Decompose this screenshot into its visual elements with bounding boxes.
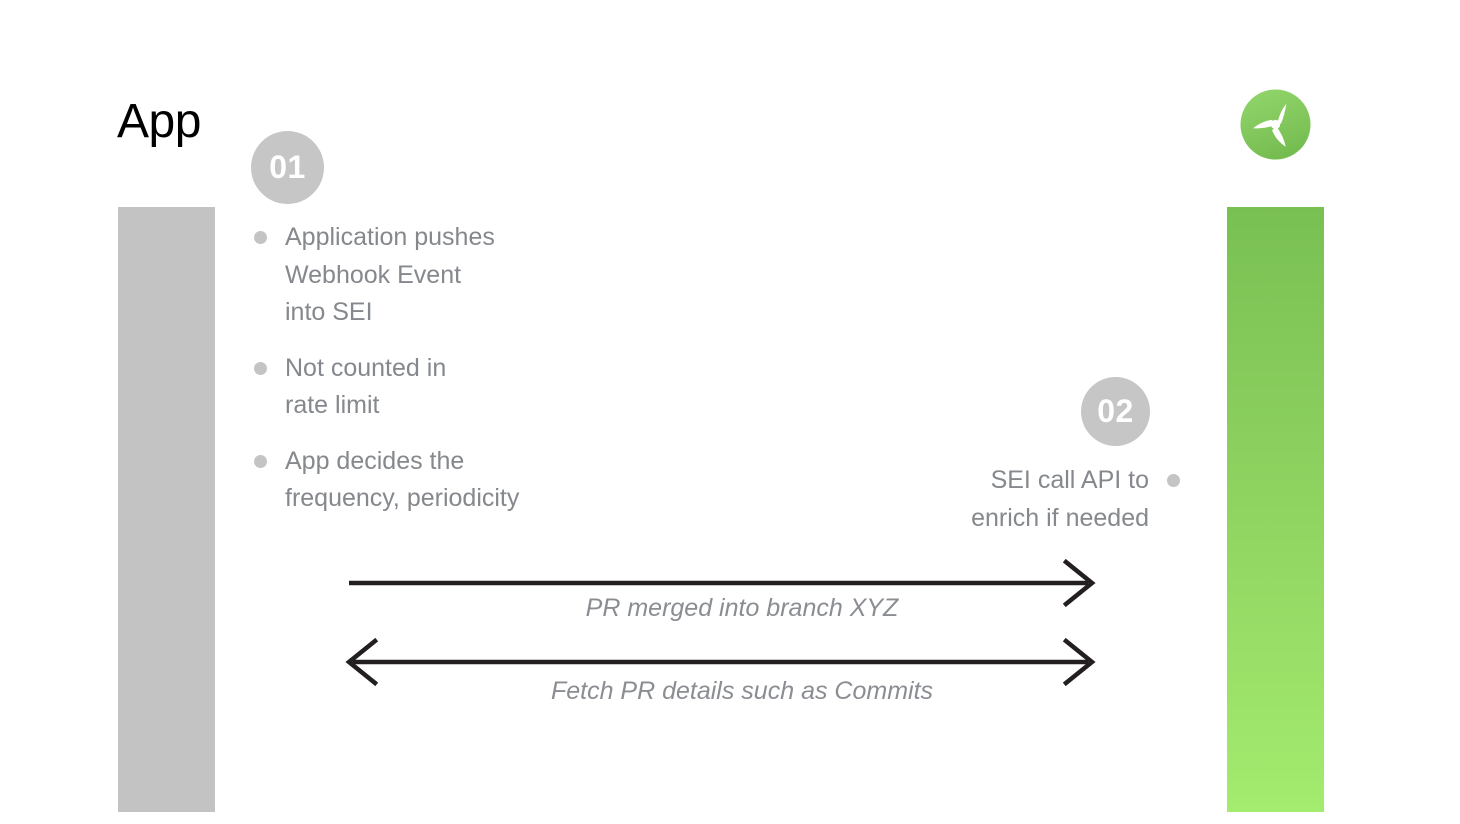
- bullet-dot-icon: [1167, 474, 1180, 487]
- flow-arrow-bidirectional: [340, 635, 1105, 691]
- list-item: Application pushes Webhook Event into SE…: [254, 219, 604, 332]
- bullet-dot-icon: [254, 231, 267, 244]
- lifeline-bar-sei: [1227, 207, 1324, 812]
- lifeline-bar-app: [118, 207, 215, 812]
- page-title: App: [117, 95, 201, 148]
- bullet-dot-icon: [254, 454, 267, 468]
- bullet-list-app: Application pushes Webhook Event into SE…: [254, 219, 604, 518]
- list-item-label: App decides the frequency, periodicity: [285, 446, 520, 513]
- flow-arrow-right: [340, 556, 1105, 612]
- list-item: Not counted in rate limit: [254, 350, 604, 425]
- step-badge-01: 01: [251, 131, 324, 204]
- list-item-label: SEI call API to enrich if needed: [971, 466, 1149, 532]
- bullet-dot-icon: [254, 361, 267, 375]
- flow-arrow-right-label: PR merged into branch XYZ: [585, 594, 899, 622]
- list-item-label: Application pushes Webhook Event into SE…: [285, 223, 495, 326]
- list-item: App decides the frequency, periodicity: [254, 443, 604, 518]
- list-item: SEI call API to enrich if needed: [840, 462, 1180, 537]
- flow-arrow-bidirectional-label: Fetch PR details such as Commits: [550, 677, 934, 705]
- bullet-list-sei: SEI call API to enrich if needed: [840, 462, 1180, 537]
- list-item-label: Not counted in rate limit: [285, 353, 447, 420]
- step-badge-02: 02: [1081, 377, 1150, 446]
- sei-propeller-logo: [1240, 89, 1311, 160]
